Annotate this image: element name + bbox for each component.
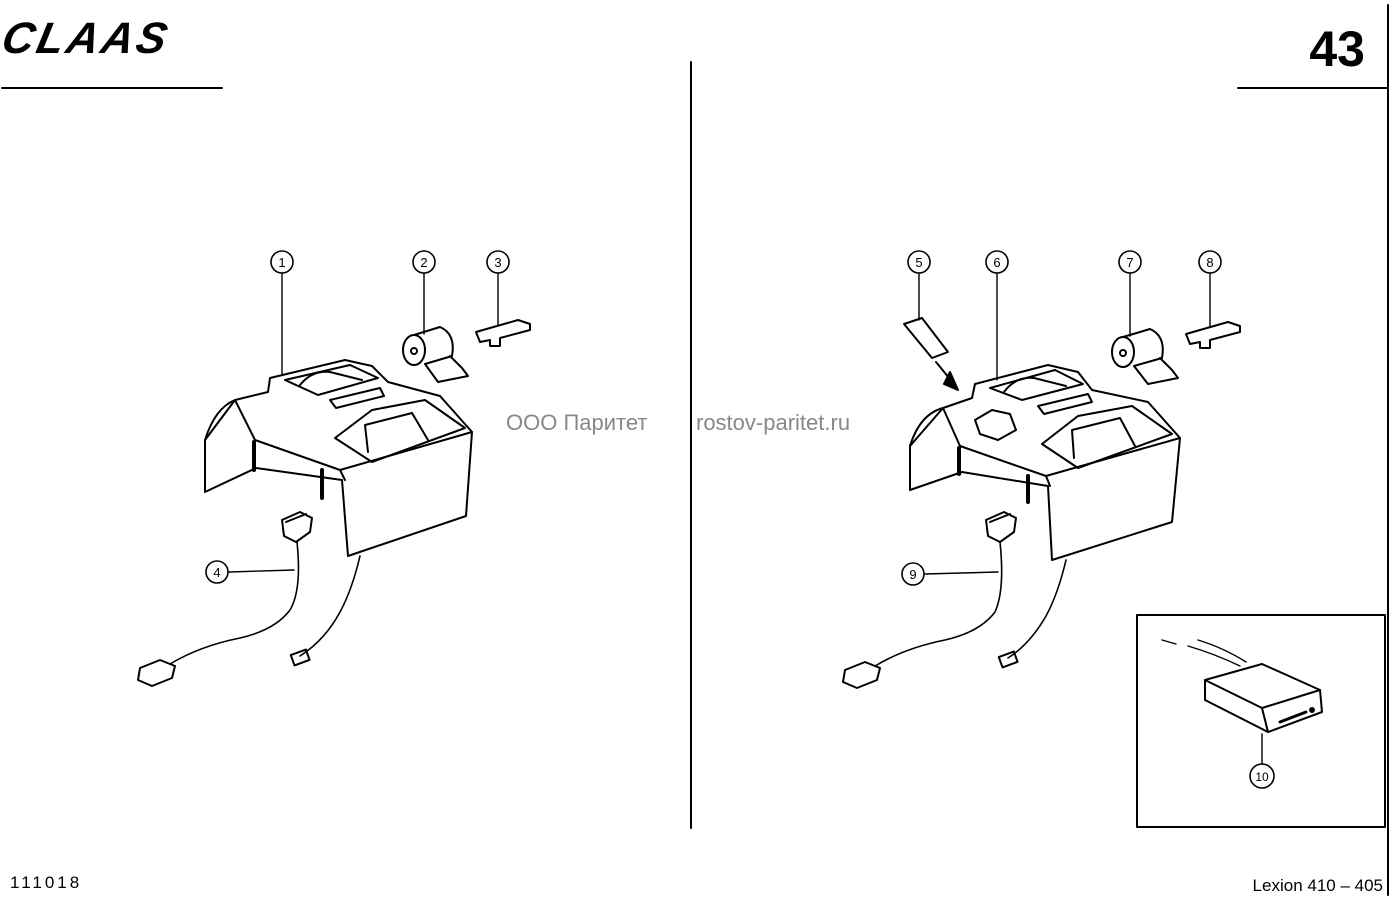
left-assembly bbox=[137, 319, 531, 687]
callout-label: 8 bbox=[1206, 255, 1213, 270]
callout-label: 9 bbox=[909, 567, 916, 582]
inset-box bbox=[1136, 614, 1386, 828]
callout-4: 4 bbox=[205, 560, 295, 584]
cable-left-b bbox=[299, 555, 361, 657]
callout-label: 6 bbox=[993, 255, 1000, 270]
callout-label: 7 bbox=[1126, 255, 1133, 270]
callout-label: 2 bbox=[420, 255, 427, 270]
callout-label: 10 bbox=[1255, 770, 1269, 784]
page-number: 43 bbox=[1309, 21, 1365, 77]
paper-roll-left bbox=[402, 334, 426, 366]
model-label: Lexion 410 – 405 bbox=[1252, 876, 1383, 895]
callout-9: 9 bbox=[901, 562, 999, 586]
callout-3: 3 bbox=[486, 250, 510, 326]
bracket-right bbox=[1185, 321, 1241, 349]
bracket-left bbox=[475, 319, 531, 347]
watermark-company: ООО Паритет bbox=[506, 410, 648, 435]
cable-right-a bbox=[874, 541, 1003, 667]
paper-roll-right bbox=[1111, 336, 1135, 368]
brand-logo: CLAAS bbox=[0, 14, 175, 63]
callout-6: 6 bbox=[985, 250, 1009, 381]
callout-label: 3 bbox=[494, 255, 501, 270]
callout-8: 8 bbox=[1198, 250, 1222, 328]
doc-number: 111018 bbox=[10, 873, 83, 892]
panel-5 bbox=[903, 317, 949, 359]
watermark-url: rostov-paritet.ru bbox=[696, 410, 851, 435]
callout-1: 1 bbox=[270, 250, 294, 375]
cable-left-a bbox=[169, 541, 300, 665]
callout-2: 2 bbox=[412, 250, 436, 335]
callout-label: 5 bbox=[915, 255, 922, 270]
callout-label: 1 bbox=[278, 255, 285, 270]
callout-7: 7 bbox=[1118, 250, 1142, 337]
callout-5: 5 bbox=[907, 250, 931, 321]
callout-label: 4 bbox=[213, 565, 220, 580]
cable-right-b bbox=[1007, 559, 1067, 659]
electronic-module bbox=[1204, 663, 1323, 733]
right-assembly bbox=[842, 317, 1386, 828]
callout-10: 10 bbox=[1249, 733, 1275, 789]
